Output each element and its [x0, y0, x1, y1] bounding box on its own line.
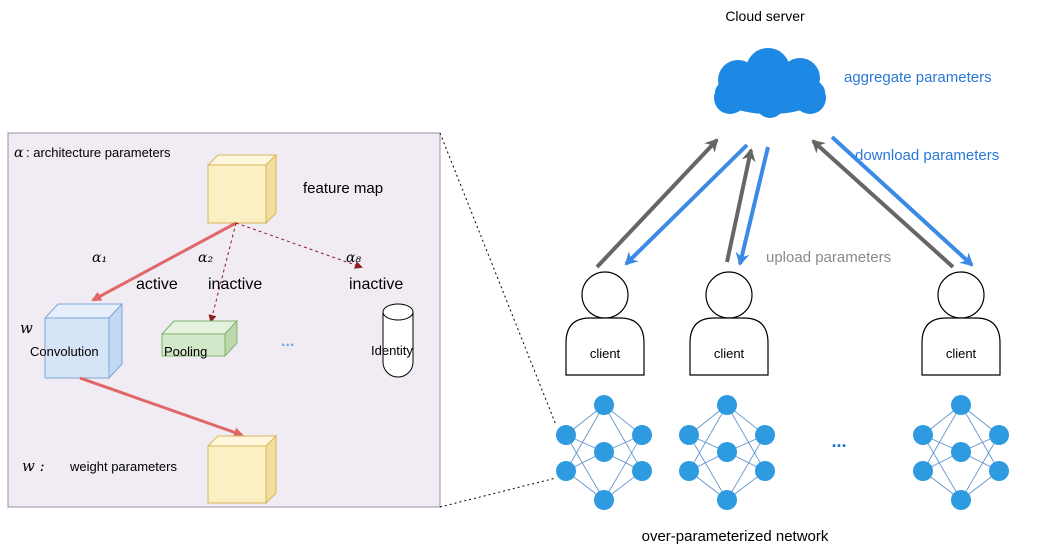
network-node — [594, 442, 614, 462]
architecture-panel: α : architecture parameters feature map … — [7, 132, 441, 508]
zoom-line-top — [439, 132, 557, 426]
feature-map-label: feature map — [303, 180, 383, 197]
network-node — [594, 395, 614, 415]
download-label: download parameters — [855, 147, 999, 164]
upload-arrow-client-3 — [811, 139, 955, 269]
weight-arrow — [79, 376, 244, 438]
upload-arrow-client-2 — [725, 148, 756, 263]
network-edge — [960, 434, 1000, 501]
federated-panel: Cloud server aggregate parameters downlo… — [556, 8, 1009, 545]
identity-cylinder — [382, 303, 414, 378]
inactive-arrow-pooling — [208, 222, 237, 323]
network-node — [717, 395, 737, 415]
pooling-block — [160, 319, 239, 358]
network-edge — [726, 404, 766, 472]
download-arrow-client-2 — [735, 146, 770, 266]
w-legend-text: weight parameters — [69, 459, 177, 474]
network-node — [632, 425, 652, 445]
alpha-2-label: α₂ — [198, 250, 213, 266]
network-node — [717, 490, 737, 510]
network-edge — [922, 434, 962, 501]
download-arrow-client-1 — [624, 143, 749, 266]
client-figure-1 — [565, 271, 645, 376]
neural-network-2 — [679, 395, 775, 510]
convolution-label: Convolution — [30, 344, 99, 359]
aggregate-label: aggregate parameters — [844, 69, 992, 86]
network-edge — [688, 434, 728, 501]
inactive-label-identity: inactive — [349, 276, 403, 293]
networks-ellipsis: ... — [831, 431, 846, 451]
w-symbol: w — [20, 319, 33, 337]
network-edge — [726, 434, 766, 501]
network-node — [717, 442, 737, 462]
alpha-symbol: α — [14, 145, 24, 161]
weight-cube — [206, 434, 278, 505]
alpha-8-label: α₈ — [346, 250, 361, 266]
upload-label: upload parameters — [766, 249, 891, 266]
w-legend-symbol: w : — [22, 457, 45, 475]
network-edge — [960, 404, 1000, 472]
network-edge — [603, 404, 643, 472]
zoom-line-bottom — [439, 477, 557, 508]
client-label-1: client — [590, 346, 621, 361]
active-label: active — [136, 276, 178, 293]
inactive-label-pooling: inactive — [208, 276, 262, 293]
client-figure-2 — [689, 271, 769, 376]
network-node — [951, 490, 971, 510]
inactive-arrow-identity — [235, 222, 363, 269]
cloud-icon — [714, 48, 826, 118]
active-arrow — [91, 221, 237, 302]
client-label-3: client — [946, 346, 977, 361]
network-node — [913, 461, 933, 481]
convolution-cube — [43, 302, 124, 380]
network-node — [755, 425, 775, 445]
feature-map-cube — [206, 153, 278, 225]
network-caption: over-parameterized network — [642, 528, 829, 545]
network-edge — [603, 434, 643, 501]
network-node — [951, 442, 971, 462]
network-node — [632, 461, 652, 481]
network-node — [755, 461, 775, 481]
network-node — [556, 425, 576, 445]
alpha-1-label: α₁ — [92, 250, 107, 266]
network-node — [556, 461, 576, 481]
identity-label: Identity — [371, 343, 413, 358]
alpha-legend-text: : architecture parameters — [26, 145, 171, 160]
client-label-2: client — [714, 346, 745, 361]
network-node — [679, 461, 699, 481]
client-figure-3 — [921, 271, 1001, 376]
network-node — [679, 425, 699, 445]
network-edge — [922, 404, 962, 472]
network-node — [989, 425, 1009, 445]
neural-network-1 — [556, 395, 652, 510]
pooling-label: Pooling — [164, 344, 207, 359]
network-node — [594, 490, 614, 510]
network-node — [989, 461, 1009, 481]
network-node — [951, 395, 971, 415]
neural-network-3 — [913, 395, 1009, 510]
cloud-server-title: Cloud server — [725, 8, 805, 24]
download-arrow-client-3 — [830, 135, 974, 267]
upload-arrow-client-1 — [595, 138, 719, 269]
network-edge — [688, 404, 728, 472]
network-edge — [565, 434, 605, 501]
network-node — [913, 425, 933, 445]
network-edge — [565, 404, 605, 472]
ops-ellipsis: ... — [281, 333, 294, 350]
